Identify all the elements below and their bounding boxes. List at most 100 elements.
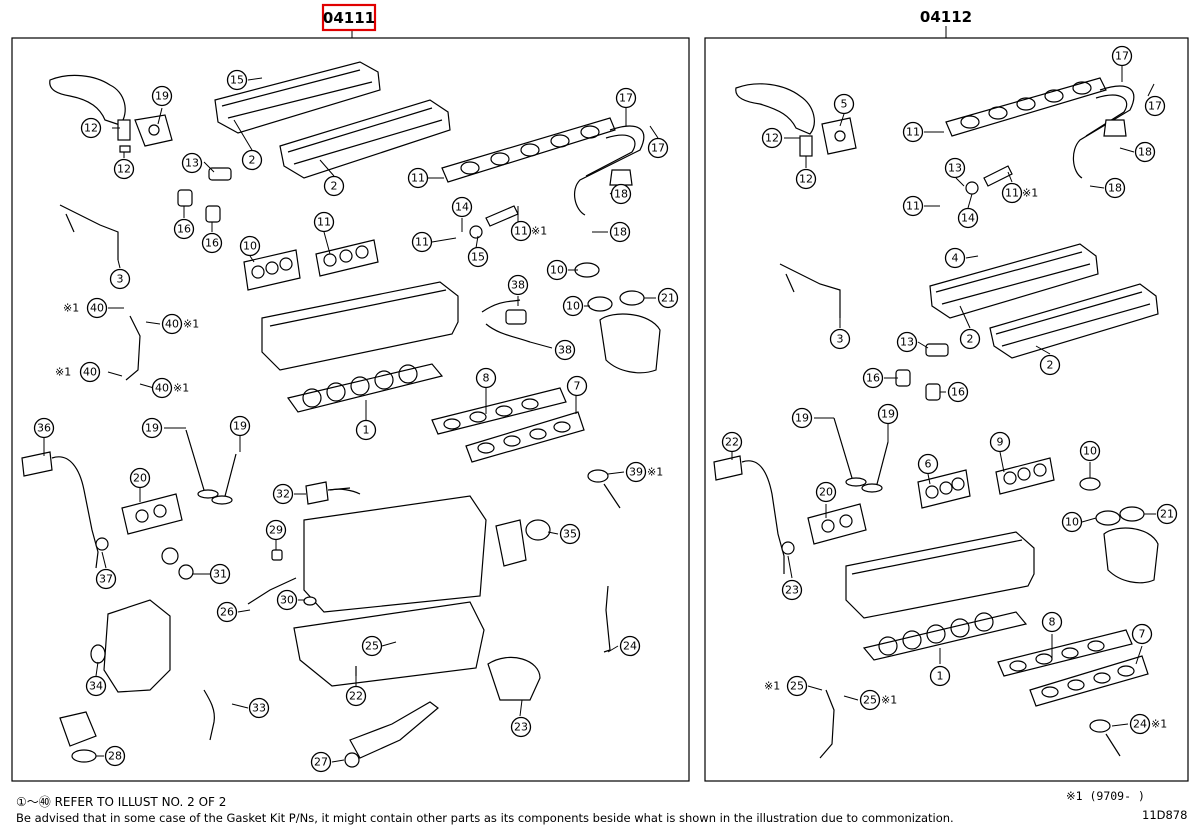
callout[interactable]: 15 <box>226 69 248 91</box>
callout[interactable]: 20 <box>129 467 151 489</box>
callout[interactable]: 33 <box>248 697 270 719</box>
callout[interactable]: 11 <box>411 231 433 253</box>
callout[interactable]: 3 <box>109 268 131 290</box>
callout[interactable]: 18 <box>1104 177 1126 199</box>
callout[interactable]: 24 <box>1129 713 1151 735</box>
callout[interactable]: 19 <box>877 403 899 425</box>
callout[interactable]: 32 <box>272 483 294 505</box>
callout[interactable]: 30 <box>276 589 298 611</box>
callout[interactable]: 17 <box>1144 95 1166 117</box>
callout[interactable]: 15 <box>467 246 489 268</box>
callout[interactable]: 11 <box>902 195 924 217</box>
callout[interactable]: 2 <box>1039 354 1061 376</box>
callout[interactable]: 19 <box>229 415 251 437</box>
callout[interactable]: 17 <box>615 87 637 109</box>
callout[interactable]: 16 <box>173 218 195 240</box>
callout[interactable]: 12 <box>80 117 102 139</box>
callout[interactable]: 26 <box>216 601 238 623</box>
callout[interactable]: 19 <box>791 407 813 429</box>
svg-text:12: 12 <box>799 173 813 186</box>
callout[interactable]: 16 <box>201 232 223 254</box>
callout[interactable]: 10 <box>1061 511 1083 533</box>
callout[interactable]: 11 <box>510 220 532 242</box>
callout[interactable]: 20 <box>815 481 837 503</box>
callout[interactable]: 1 <box>929 665 951 687</box>
callout[interactable]: 16 <box>862 367 884 389</box>
callout[interactable]: 14 <box>957 207 979 229</box>
svg-text:11: 11 <box>1005 187 1019 200</box>
callout[interactable]: 7 <box>566 375 588 397</box>
callout[interactable]: 1 <box>355 419 377 441</box>
callout[interactable]: 6 <box>917 453 939 475</box>
callout[interactable]: 39 <box>625 461 647 483</box>
callout[interactable]: 31 <box>209 563 231 585</box>
callout[interactable]: 16 <box>947 381 969 403</box>
callout[interactable]: 11 <box>407 167 429 189</box>
callout[interactable]: 11 <box>1001 182 1023 204</box>
callout[interactable]: 10 <box>546 259 568 281</box>
callout[interactable]: 34 <box>85 675 107 697</box>
callout[interactable]: 19 <box>141 417 163 439</box>
callout[interactable]: 35 <box>559 523 581 545</box>
callout[interactable]: 13 <box>181 152 203 174</box>
callout[interactable]: 18 <box>609 221 631 243</box>
callout[interactable]: 12 <box>795 168 817 190</box>
callout[interactable]: 38 <box>507 274 529 296</box>
callout[interactable]: 23 <box>781 579 803 601</box>
callout[interactable]: 38 <box>554 339 576 361</box>
callout[interactable]: 23 <box>510 716 532 738</box>
callout-note-mark: ※1 <box>173 382 189 395</box>
callout[interactable]: 18 <box>1134 141 1156 163</box>
callout[interactable]: 4 <box>944 247 966 269</box>
callout[interactable]: 21 <box>657 287 679 309</box>
callout[interactable]: 2 <box>959 328 981 350</box>
callout[interactable]: 2 <box>323 175 345 197</box>
callout[interactable]: 7 <box>1131 623 1153 645</box>
callout[interactable]: 24 <box>619 635 641 657</box>
callout[interactable]: 28 <box>104 745 126 767</box>
callout[interactable]: 40 <box>161 313 183 335</box>
callout[interactable]: 40 <box>151 377 173 399</box>
callout[interactable]: 12 <box>113 158 135 180</box>
callout[interactable]: 11 <box>313 211 335 233</box>
callout[interactable]: 5 <box>833 93 855 115</box>
callout[interactable]: 40 <box>86 297 108 319</box>
callout[interactable]: 14 <box>451 196 473 218</box>
svg-text:10: 10 <box>1083 445 1097 458</box>
callout[interactable]: 18 <box>610 183 632 205</box>
callout[interactable]: 10 <box>239 235 261 257</box>
svg-text:38: 38 <box>558 344 572 357</box>
callout[interactable]: 25 <box>786 675 808 697</box>
callout[interactable]: 37 <box>95 568 117 590</box>
callout[interactable]: 8 <box>475 367 497 389</box>
callout[interactable]: 3 <box>829 328 851 350</box>
callout[interactable]: 9 <box>989 431 1011 453</box>
callout[interactable]: 10 <box>562 295 584 317</box>
callout[interactable]: 17 <box>1111 45 1133 67</box>
callout[interactable]: 13 <box>896 331 918 353</box>
callout[interactable]: 40 <box>79 361 101 383</box>
callout[interactable]: 22 <box>345 685 367 707</box>
callout[interactable]: 22 <box>721 431 743 453</box>
callout[interactable]: 19 <box>151 85 173 107</box>
assembly-04111-code[interactable]: 04111 <box>323 9 375 27</box>
svg-text:40: 40 <box>165 318 179 331</box>
callout[interactable]: 36 <box>33 417 55 439</box>
callout[interactable]: 17 <box>647 137 669 159</box>
callout[interactable]: 21 <box>1156 503 1178 525</box>
callout[interactable]: 12 <box>761 127 783 149</box>
callout[interactable]: 27 <box>310 751 332 773</box>
callout[interactable]: 11 <box>902 121 924 143</box>
assembly-04112-code[interactable]: 04112 <box>920 8 972 26</box>
svg-text:19: 19 <box>233 420 247 433</box>
callout[interactable]: 10 <box>1079 440 1101 462</box>
callout[interactable]: 8 <box>1041 611 1063 633</box>
svg-text:26: 26 <box>220 606 234 619</box>
callout[interactable]: 25 <box>361 635 383 657</box>
callout-40-note[interactable]: ※1 <box>63 302 79 315</box>
callout[interactable]: 25 <box>859 689 881 711</box>
callout[interactable]: 2 <box>241 149 263 171</box>
callout[interactable]: 29 <box>265 519 287 541</box>
callout[interactable]: 13 <box>944 157 966 179</box>
svg-text:17: 17 <box>651 142 665 155</box>
